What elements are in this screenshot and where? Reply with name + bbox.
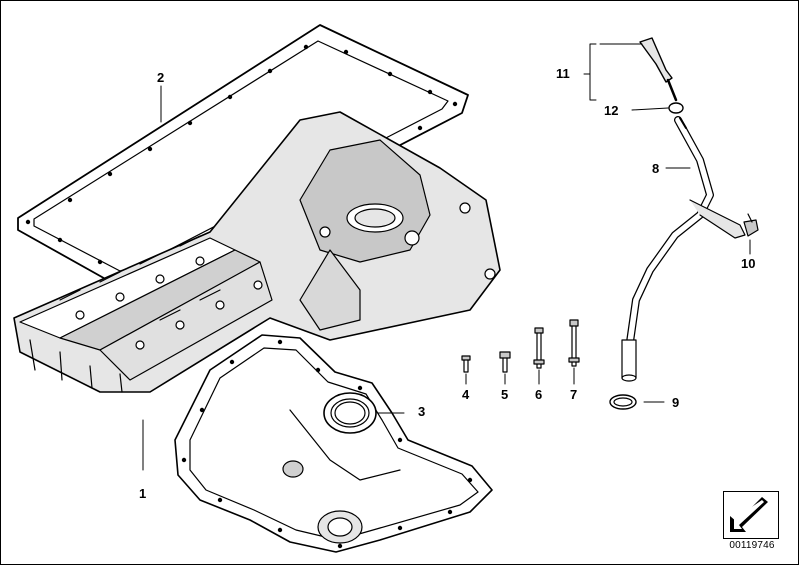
bolt-part-7 — [568, 319, 580, 367]
leader-lines — [142, 43, 751, 471]
sealing-ring — [609, 394, 637, 410]
bolt-part-4 — [461, 355, 471, 373]
o-ring — [668, 102, 684, 114]
upper-gasket — [17, 24, 469, 287]
oil-dipstick — [639, 37, 687, 129]
callout-3: 3 — [418, 404, 426, 419]
callout-1: 1 — [139, 486, 147, 501]
callout-9: 9 — [672, 395, 680, 410]
navigation-arrow-button[interactable] — [723, 491, 779, 539]
callout-6: 6 — [535, 387, 543, 402]
bolt-part-5 — [499, 351, 511, 373]
seal-ring — [323, 392, 377, 434]
dipstick-guide-tube — [621, 116, 746, 382]
bolt-part-6 — [533, 327, 545, 369]
callout-5: 5 — [501, 387, 509, 402]
callout-7: 7 — [570, 387, 578, 402]
callout-8: 8 — [652, 161, 660, 176]
callout-2: 2 — [157, 70, 165, 85]
callout-4: 4 — [462, 387, 470, 402]
arrow-icon — [730, 497, 768, 532]
callout-11: 11 — [556, 66, 570, 81]
diagram-reference-number: 00119746 — [729, 540, 775, 551]
oil-pan-bottom-cover — [174, 334, 493, 553]
callout-10: 10 — [741, 256, 756, 271]
callout-12: 12 — [604, 103, 619, 118]
screw-part-10 — [743, 213, 759, 237]
oil-pan-upper-section — [13, 111, 501, 393]
